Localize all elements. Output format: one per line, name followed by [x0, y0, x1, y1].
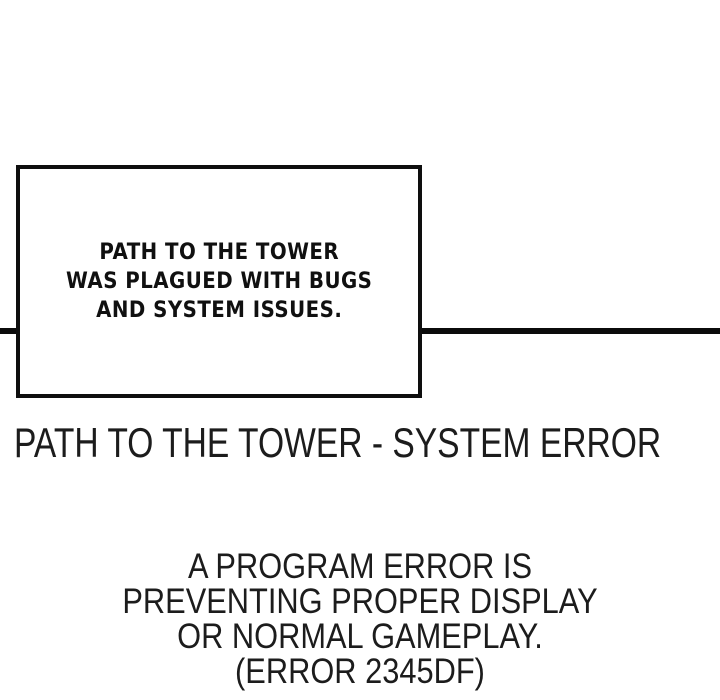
- narration-line: AND SYSTEM ISSUES.: [95, 298, 343, 323]
- error-message-line: A PROGRAM ERROR IS: [188, 547, 532, 586]
- error-message-line: OR NORMAL GAMEPLAY.: [177, 617, 543, 656]
- error-message-line: PREVENTING PROPER DISPLAY: [122, 582, 598, 621]
- system-error-title: PATH TO THE TOWER - SYSTEM ERROR: [14, 419, 662, 466]
- narration-text: PATH TO THE TOWER WAS PLAGUED WITH BUGS …: [66, 238, 372, 325]
- error-message: A PROGRAM ERROR IS PREVENTING PROPER DIS…: [43, 549, 677, 689]
- error-message-line: (ERROR 2345DF): [235, 652, 485, 691]
- narration-box: PATH TO THE TOWER WAS PLAGUED WITH BUGS …: [16, 165, 422, 398]
- narration-line: PATH TO THE TOWER: [99, 240, 339, 265]
- narration-line: WAS PLAGUED WITH BUGS: [65, 269, 373, 294]
